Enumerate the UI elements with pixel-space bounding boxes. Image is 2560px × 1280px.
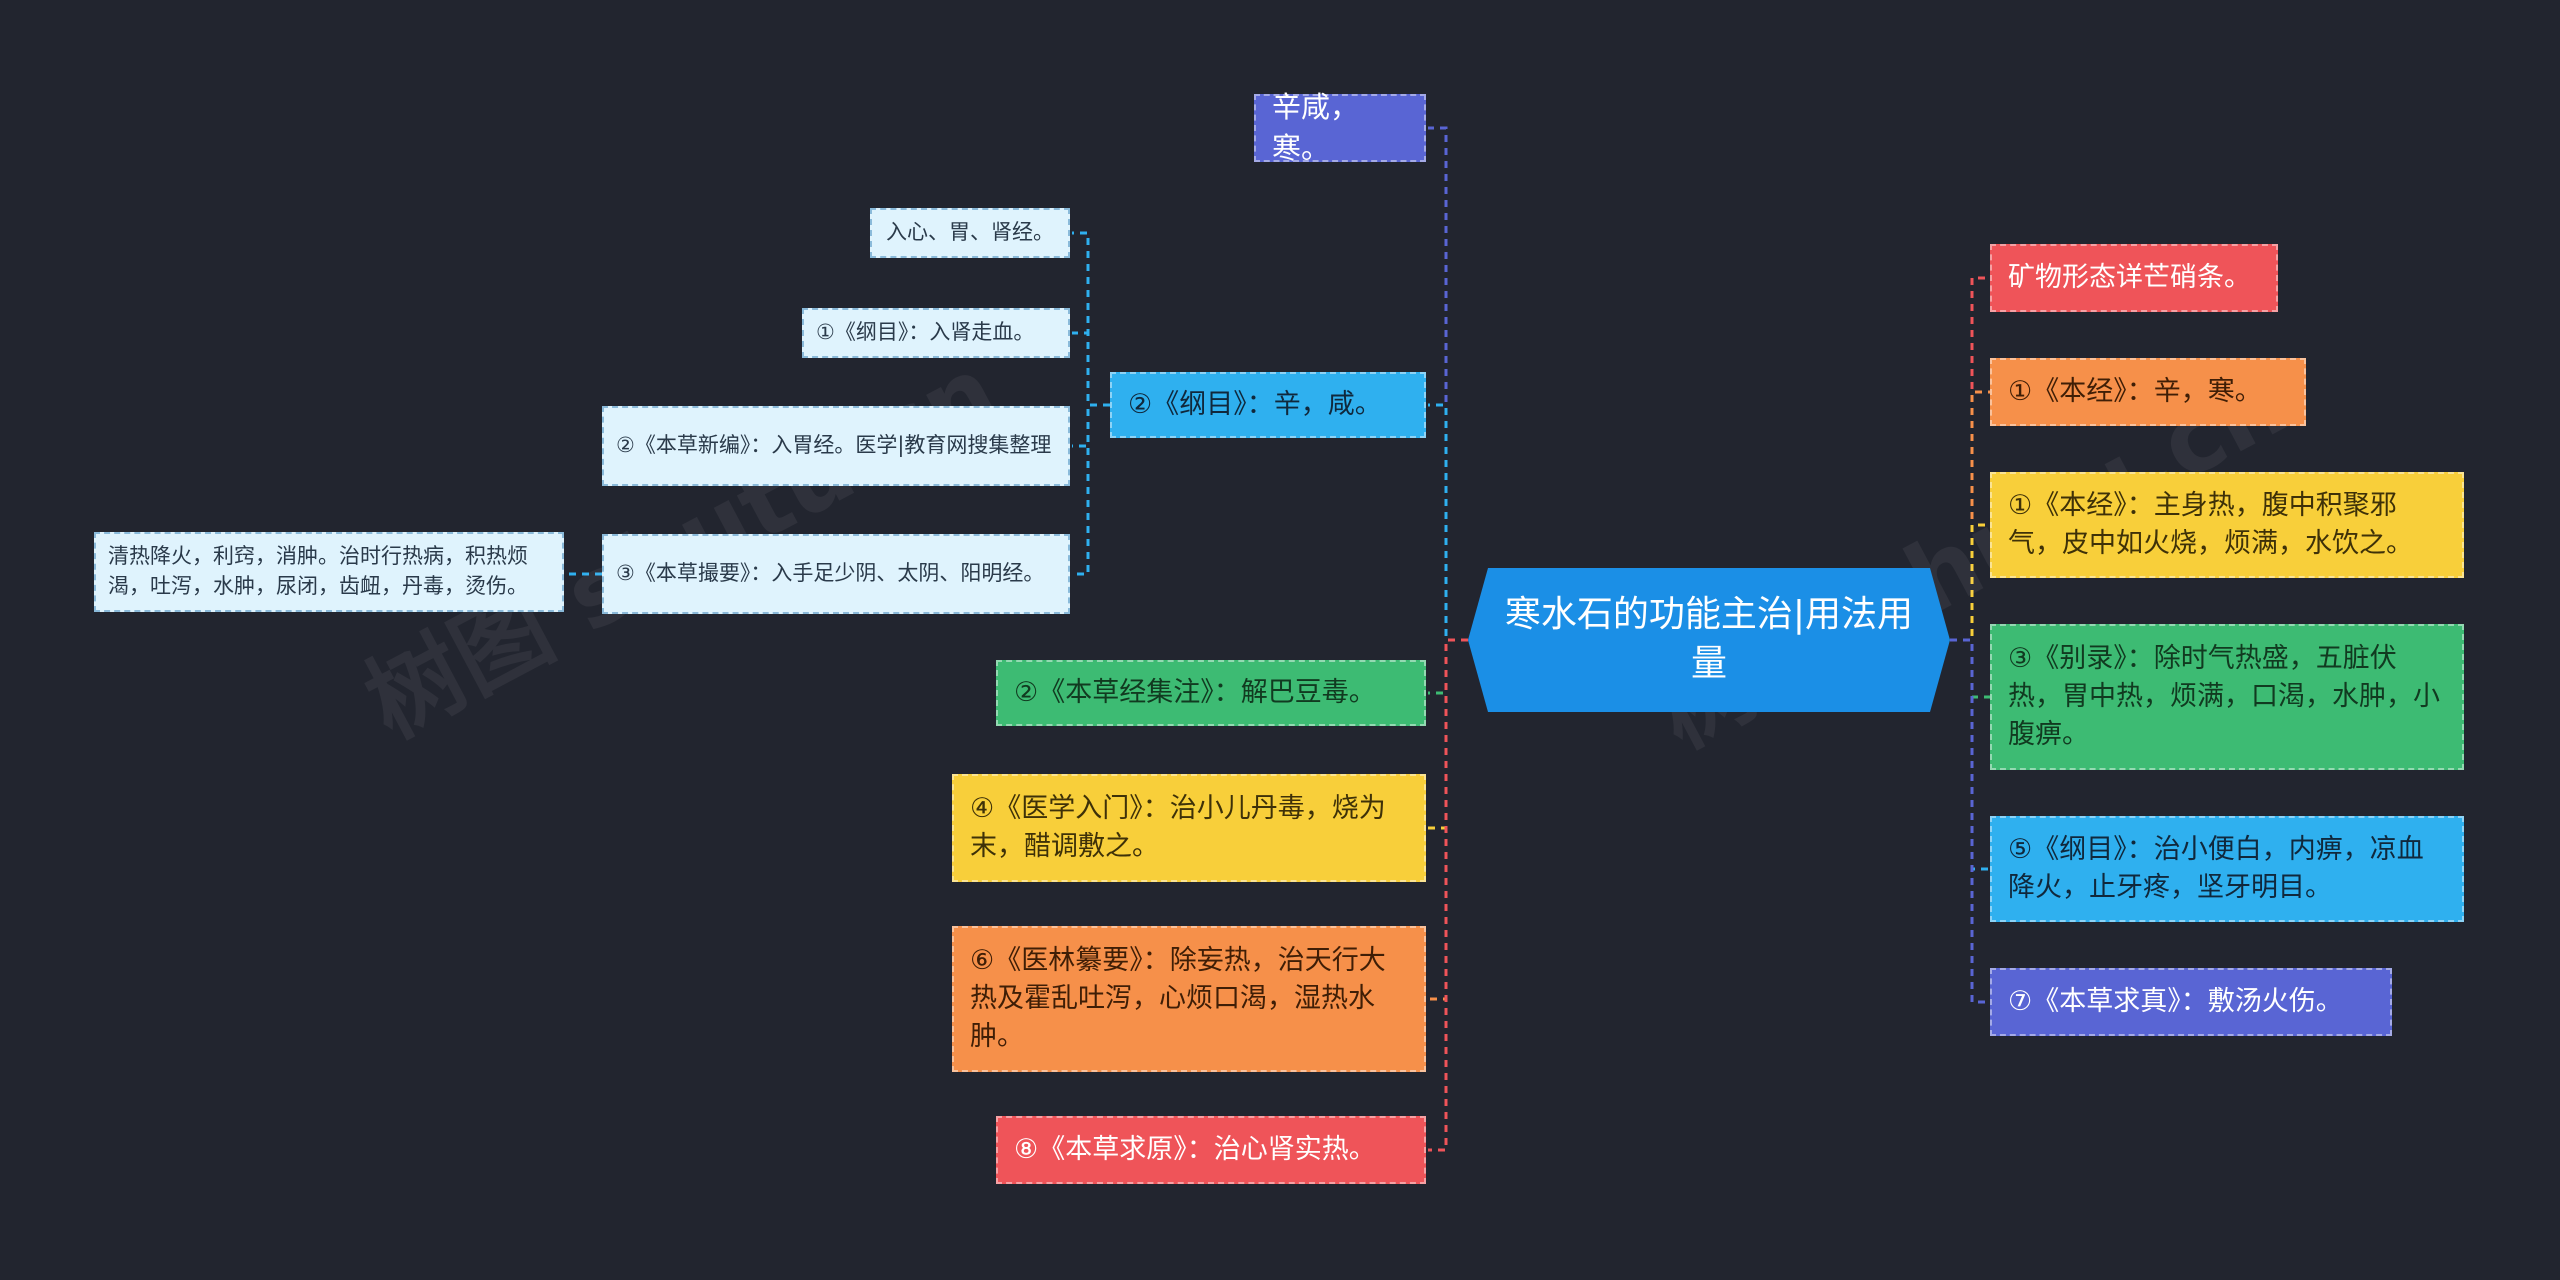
connector-right-1 bbox=[1950, 390, 1990, 642]
connector-left-3 bbox=[1428, 638, 1468, 830]
node-jizhu[interactable]: ②《本草经集注》：解巴豆毒。 bbox=[996, 660, 1426, 726]
connector-left-1 bbox=[1428, 403, 1468, 642]
node-benjing-taste[interactable]: ①《本经》：辛，寒。 bbox=[1990, 358, 2306, 426]
node-qiuyuan[interactable]: ⑧《本草求原》：治心肾实热。 bbox=[996, 1116, 1426, 1184]
node-qiuzhen[interactable]: ⑦《本草求真》：敷汤火伤。 bbox=[1990, 968, 2392, 1036]
node-yixue[interactable]: ④《医学入门》：治小儿丹毒，烧为末，醋调敷之。 bbox=[952, 774, 1426, 882]
connector-right-4 bbox=[1950, 638, 1990, 871]
connector-left-4 bbox=[1428, 638, 1468, 1001]
node-indications[interactable]: 清热降火，利窍，消肿。治时行热病，积热烦渴，吐泻，水肿，尿闭，齿衄，丹毒，烫伤。 bbox=[94, 532, 564, 612]
connector-right-0 bbox=[1950, 276, 1990, 642]
connector-right-5 bbox=[1950, 638, 1990, 1004]
node-gangmu-meridian[interactable]: ②《纲目》：辛，咸。 bbox=[1110, 372, 1426, 438]
node-cuoyao[interactable]: ③《本草撮要》：入手足少阴、太阴、阳明经。 bbox=[602, 534, 1070, 614]
node-bielu[interactable]: ③《别录》：除时气热盛，五脏伏热，胃中热，烦满，口渴，水肿，小腹痹。 bbox=[1990, 624, 2464, 770]
node-gangmu-treat[interactable]: ⑤《纲目》：治小便白，内痹，凉血降火，止牙疼，坚牙明目。 bbox=[1990, 816, 2464, 922]
connector-gangmu-2 bbox=[1072, 403, 1110, 448]
connector-gangmu-3 bbox=[1072, 403, 1110, 576]
node-yilin[interactable]: ⑥《医林纂要》：除妄热，治天行大热及霍乱吐泻，心烦口渴，湿热水肿。 bbox=[952, 926, 1426, 1072]
node-taste[interactable]: 辛咸，寒。 bbox=[1254, 90, 1426, 165]
connector-right-2 bbox=[1950, 523, 1990, 642]
connector-gangmu-1 bbox=[1072, 331, 1110, 407]
connector-left-5 bbox=[1428, 638, 1468, 1152]
node-meridian-heart[interactable]: 入心、胃、肾经。 bbox=[870, 208, 1070, 258]
connector-gangmu-0 bbox=[1072, 231, 1110, 407]
connector-right-3 bbox=[1950, 638, 1990, 699]
node-benjing-main[interactable]: ①《本经》：主身热，腹中积聚邪气，皮中如火烧，烦满，水饮之。 bbox=[1990, 472, 2464, 578]
root-topic[interactable]: 寒水石的功能主治|用法用量 bbox=[1468, 568, 1950, 712]
node-xinbian[interactable]: ②《本草新编》：入胃经。医学|教育网搜集整理 bbox=[602, 406, 1070, 486]
node-mineral[interactable]: 矿物形态详芒硝条。 bbox=[1990, 244, 2278, 312]
node-gangmu-kidney[interactable]: ①《纲目》：入肾走血。 bbox=[802, 308, 1070, 358]
connector-left-0 bbox=[1428, 126, 1468, 642]
connector-left-2 bbox=[1428, 638, 1468, 695]
